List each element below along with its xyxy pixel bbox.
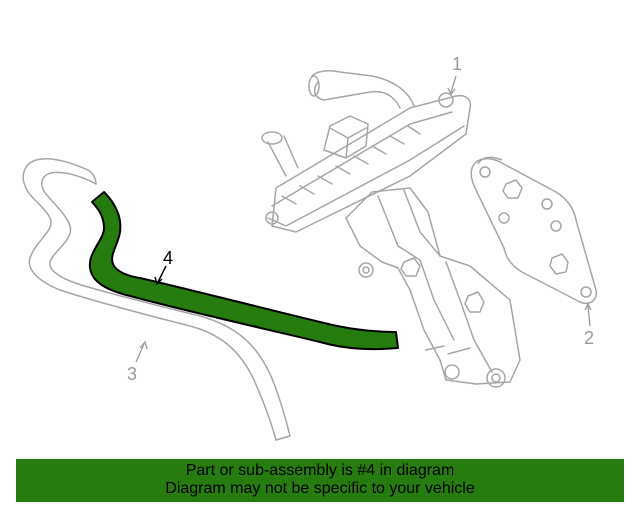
callout-2: 2 xyxy=(584,328,594,348)
leader-line-4 xyxy=(154,265,167,286)
callout-3: 3 xyxy=(127,364,137,384)
hose-part-4[interactable] xyxy=(88,191,399,351)
parts-diagram: 1 2 3 4 xyxy=(22,54,598,441)
callout-1: 1 xyxy=(452,54,462,74)
banner-line-disclaimer: Diagram may not be specific to your vehi… xyxy=(165,480,475,497)
hose-part-3[interactable] xyxy=(22,158,291,441)
cooler-part-1[interactable] xyxy=(261,70,521,388)
callout-4: 4 xyxy=(163,248,173,268)
info-banner: Part or sub-assembly is #4 in diagram Di… xyxy=(16,459,624,502)
gasket-part-2[interactable] xyxy=(470,156,598,304)
banner-line-part: Part or sub-assembly is #4 in diagram xyxy=(185,462,455,479)
leader-lines xyxy=(135,75,592,363)
